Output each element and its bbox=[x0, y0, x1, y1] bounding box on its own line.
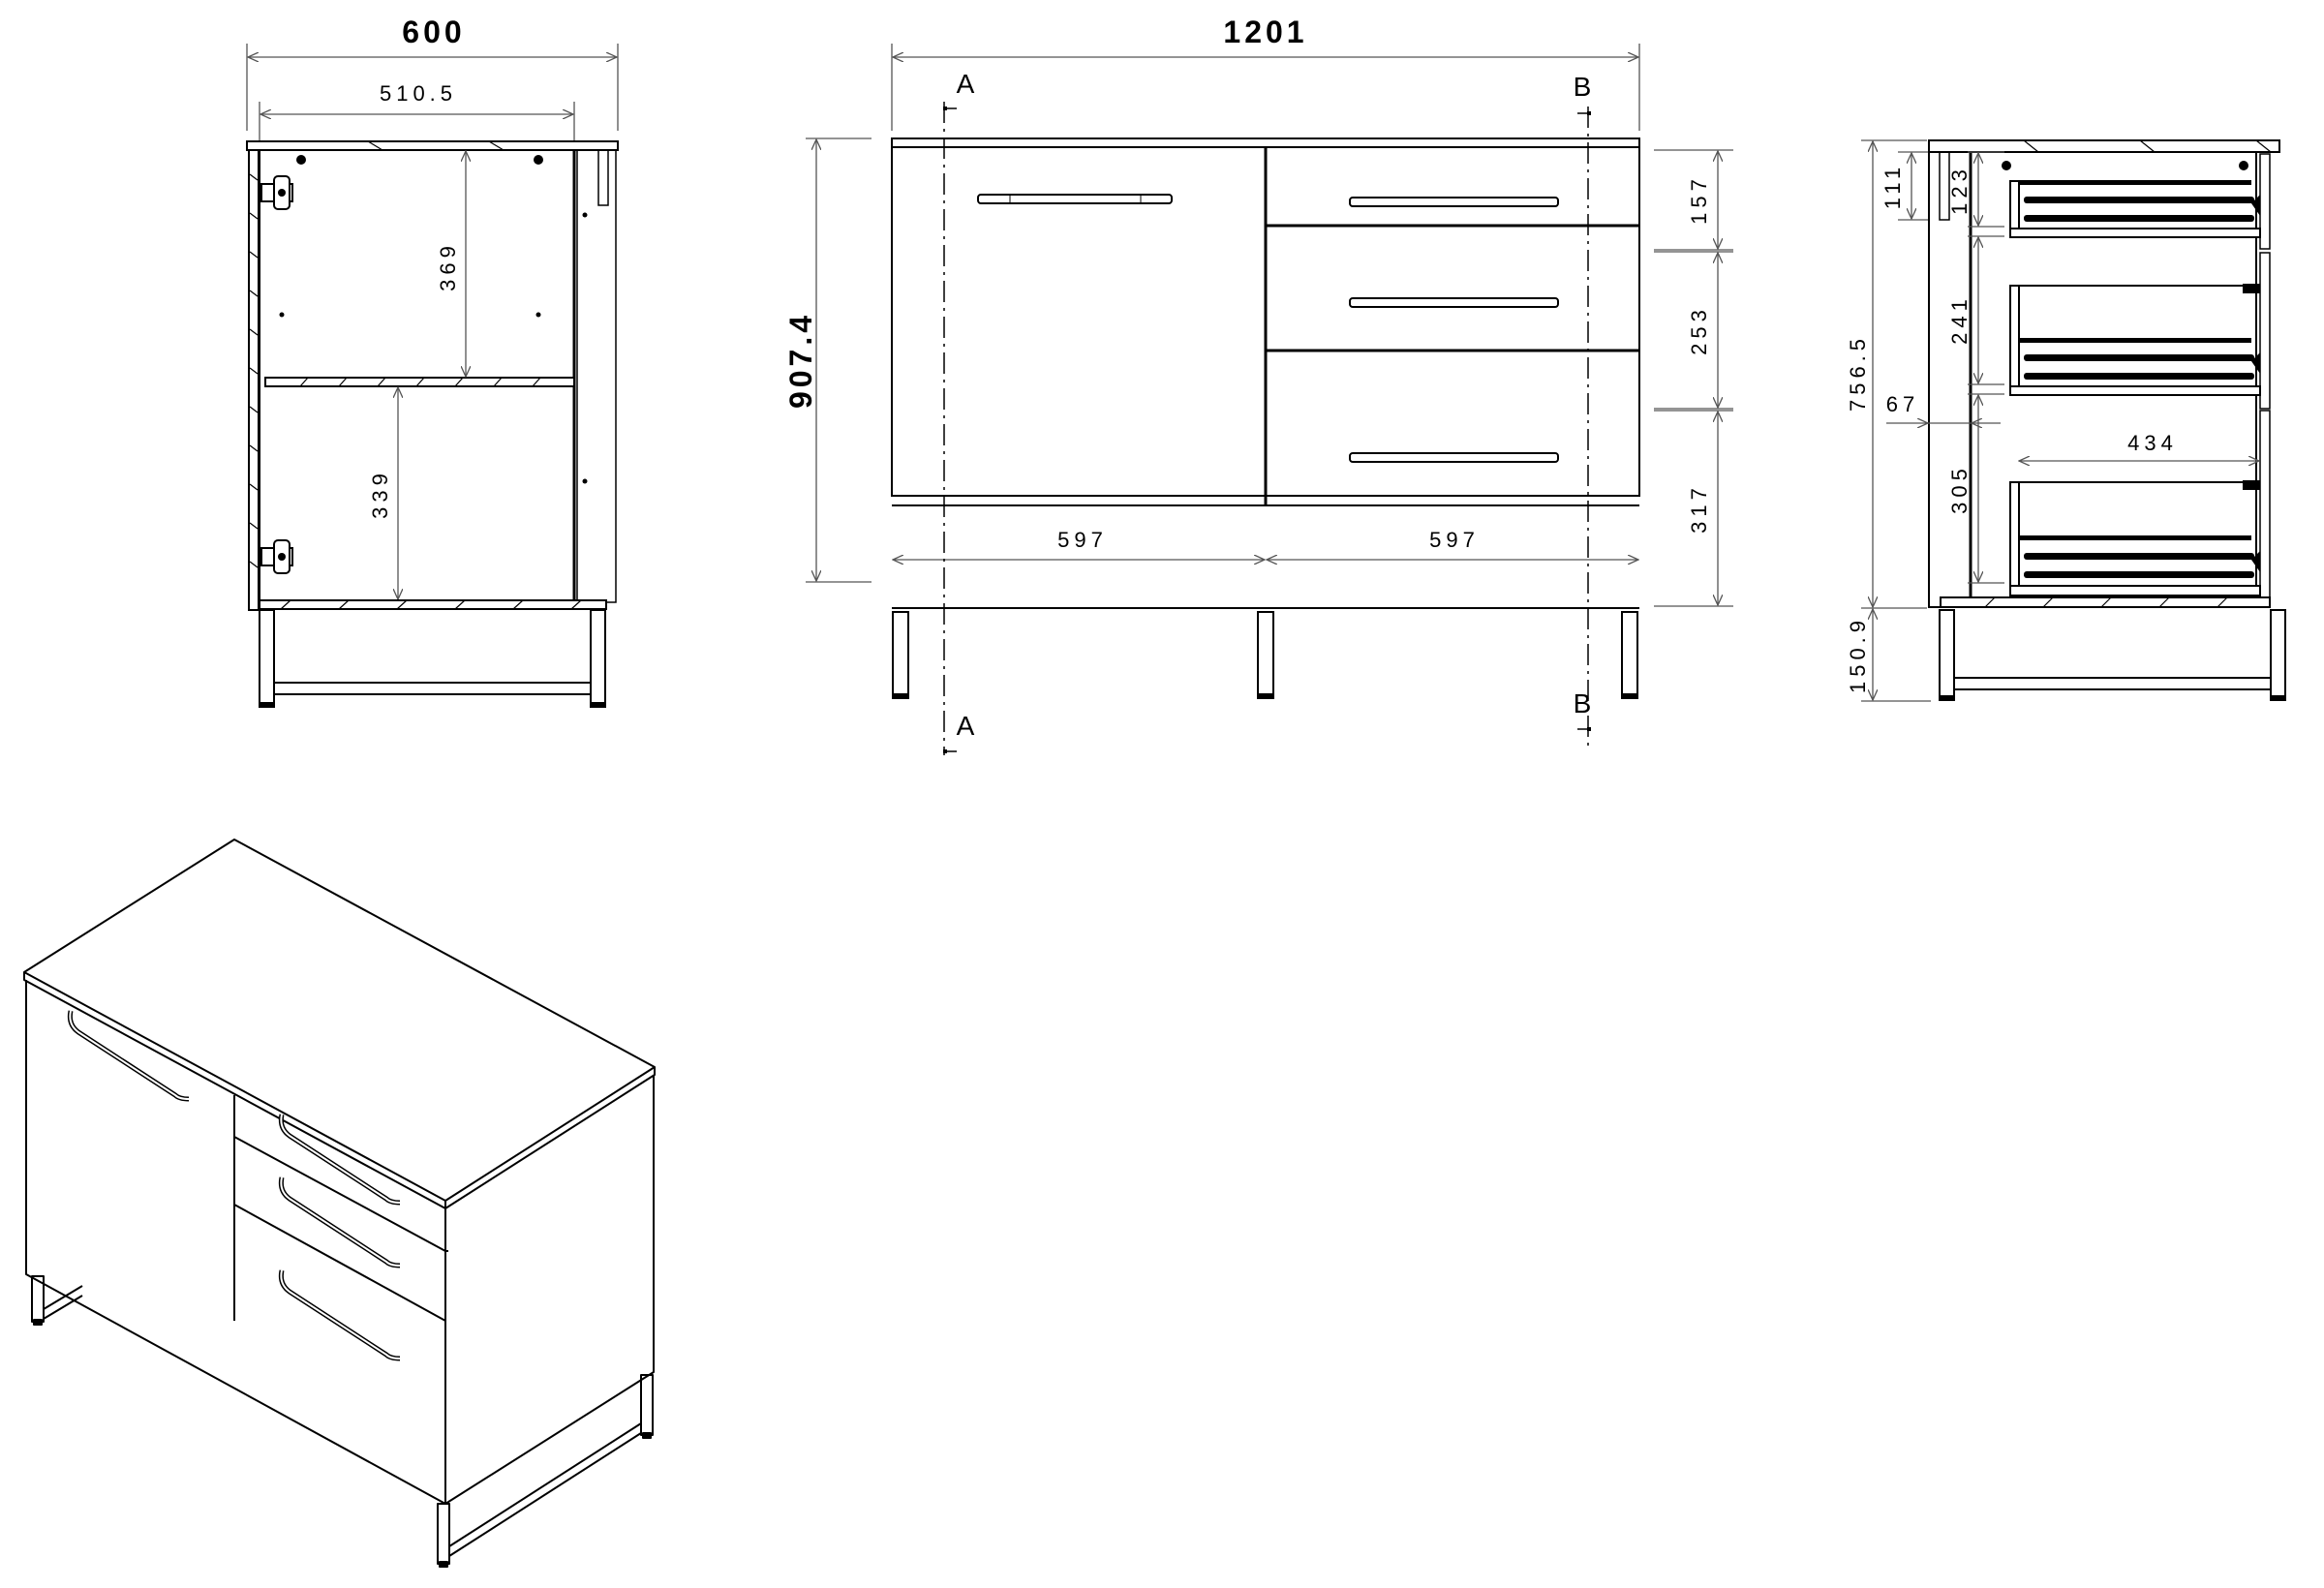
drawer-section-1 bbox=[2009, 180, 2261, 238]
drawer-handle bbox=[1349, 297, 1559, 308]
dim-drawer-block-width: 597 bbox=[1429, 528, 1480, 552]
hinge-icon bbox=[260, 539, 293, 574]
dim-drawer1-clearance: 123 bbox=[1947, 165, 1972, 215]
dim-carcass-height: 756.5 bbox=[1846, 334, 1870, 412]
dim-leg-height: 150.9 bbox=[1846, 616, 1870, 693]
section-marker-b-bottom: B bbox=[1574, 688, 1592, 718]
dim-upper-compartment: 369 bbox=[436, 241, 460, 291]
dim-drawer-1-height: 157 bbox=[1687, 174, 1711, 225]
isometric-view bbox=[23, 839, 656, 1568]
dim-drawer3-clearance: 305 bbox=[1947, 464, 1972, 514]
dim-door-width: 597 bbox=[1057, 528, 1108, 552]
drawer-handle bbox=[1349, 452, 1559, 463]
section-marker-a-bottom: A bbox=[957, 711, 975, 741]
section-marker-a-top: A bbox=[957, 69, 975, 99]
dim-lower-compartment: 339 bbox=[368, 469, 392, 519]
dim-drawer-depth: 434 bbox=[2127, 431, 2178, 455]
hinge-icon bbox=[260, 175, 293, 210]
section-marker-b-top: B bbox=[1574, 72, 1592, 102]
dim-overall-height: 907.4 bbox=[783, 312, 818, 409]
dim-overall-width-1201: 1201 bbox=[1223, 15, 1307, 49]
door-handle bbox=[977, 194, 1173, 204]
drawer-handle bbox=[1349, 197, 1559, 207]
dim-drawer-3-height: 317 bbox=[1687, 483, 1711, 534]
drawer-section-2 bbox=[2009, 284, 2261, 396]
dim-front-offset: 67 bbox=[1886, 392, 1919, 416]
dim-drawer-2-height: 253 bbox=[1687, 305, 1711, 355]
section-a-view: 600 510.5 bbox=[246, 15, 619, 708]
dim-drawer2-clearance: 241 bbox=[1947, 294, 1972, 345]
dim-overall-width-600: 600 bbox=[402, 15, 465, 49]
drawer-section-3 bbox=[2009, 480, 2261, 596]
dim-inner-width: 510.5 bbox=[380, 81, 457, 106]
front-elevation-view: 1201 907.4 597 597 bbox=[783, 15, 1733, 755]
dim-top-offset: 111 bbox=[1881, 163, 1905, 209]
section-b-view: 756.5 150.9 111 bbox=[1846, 139, 2286, 702]
